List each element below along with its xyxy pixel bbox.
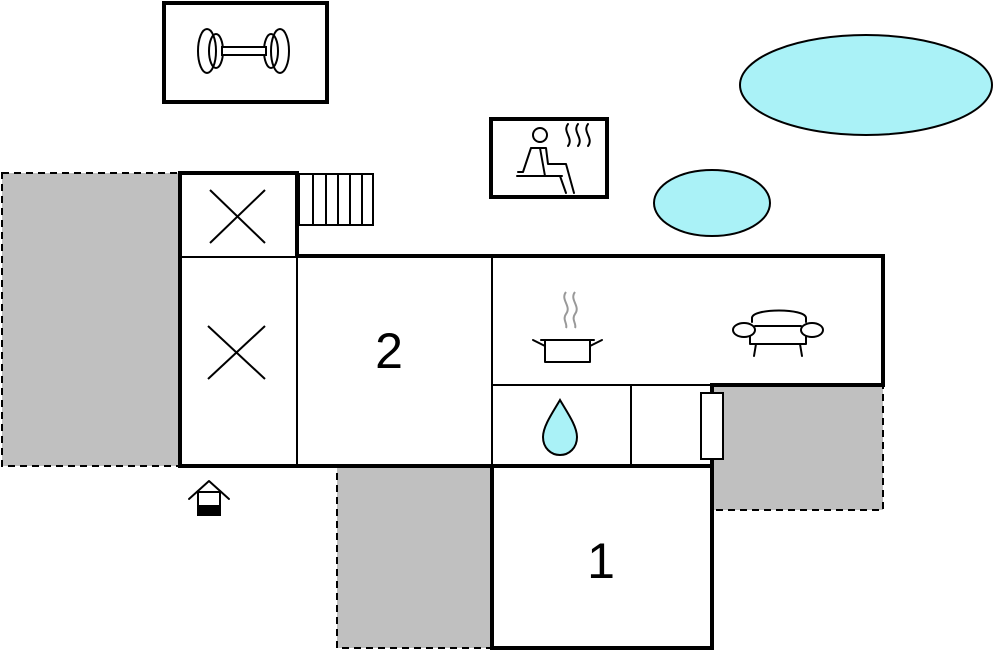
heater-icon (700, 392, 724, 460)
storage-cross-icon (209, 189, 266, 244)
entrance-house-icon (188, 480, 230, 516)
water-drop-icon (541, 398, 579, 457)
sofa-icon (732, 309, 824, 357)
terrace-east (711, 384, 884, 511)
swimming-pool-icon (739, 34, 993, 136)
room-label-2: 2 (375, 323, 403, 379)
room-label-1: 1 (587, 533, 615, 589)
stairs-icon (298, 173, 374, 226)
sauna-icon (489, 117, 609, 199)
whirlpool-icon (653, 169, 771, 237)
storage-cross-icon (207, 325, 266, 380)
cooking-pot-icon (532, 291, 603, 363)
terrace-west (1, 172, 181, 467)
terrace-south (336, 465, 493, 649)
fitness-dumbbell-icon (162, 1, 329, 104)
